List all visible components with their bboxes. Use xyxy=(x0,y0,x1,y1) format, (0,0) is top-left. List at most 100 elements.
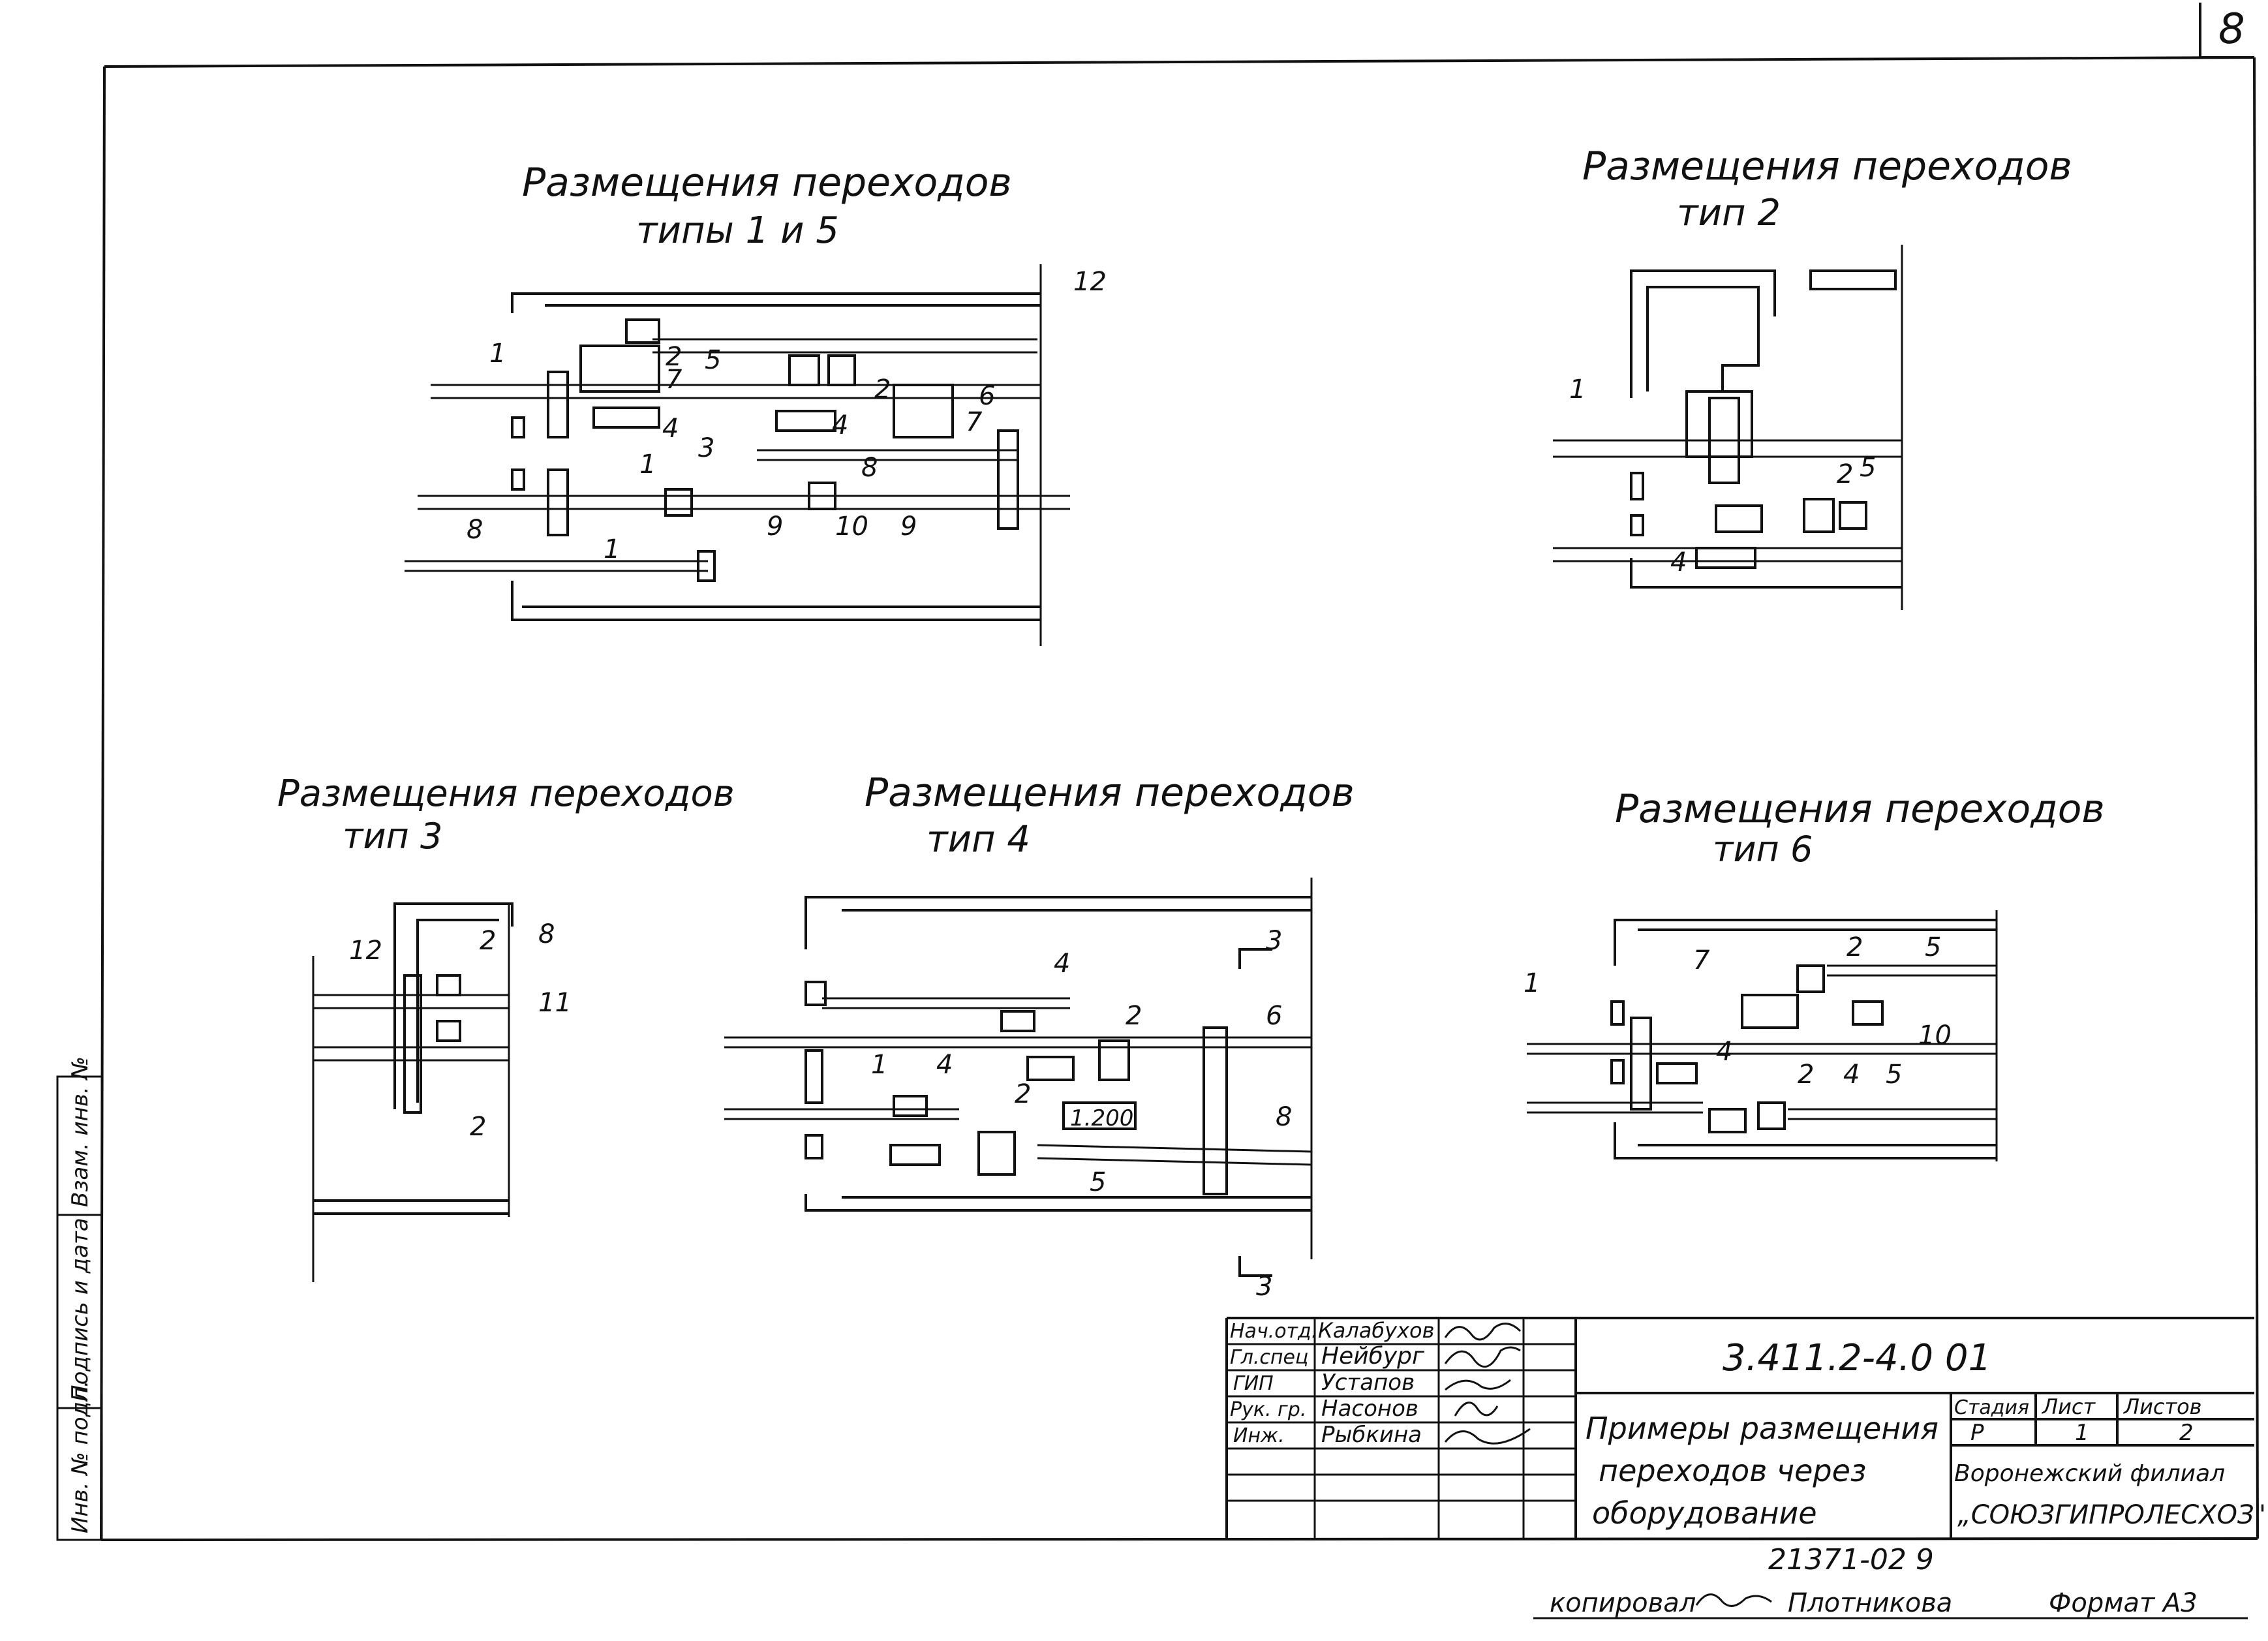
t6-label-1: 1 xyxy=(1524,968,1540,998)
t4-label-3b: 3 xyxy=(1256,1272,1272,1302)
role-3: Рук. гр. xyxy=(1230,1398,1306,1421)
t6-label-7: 7 xyxy=(1693,945,1710,975)
description-line3: оборудование xyxy=(1592,1495,1817,1531)
title-type-4-line1: Размещения переходов xyxy=(865,770,1355,816)
diagram-type-2: Размещения переходов тип 2 1 2 5 4 xyxy=(1553,144,2072,610)
t3-label-11: 11 xyxy=(538,988,572,1018)
label-9: 9 xyxy=(767,512,783,542)
name-3: Насонов xyxy=(1321,1396,1418,1422)
label-7: 7 xyxy=(666,365,682,395)
label-12: 12 xyxy=(1073,267,1107,297)
role-4: Инж. xyxy=(1233,1424,1285,1447)
t6-label-5b: 5 xyxy=(1886,1060,1902,1090)
role-1: Гл.спец xyxy=(1230,1346,1308,1369)
left-strip-cell-1: Взам. инв. № xyxy=(67,1056,93,1207)
sheets-header: Листов xyxy=(2123,1394,2202,1419)
title-type-3-line1: Размещения переходов xyxy=(277,773,735,815)
t4-label-3: 3 xyxy=(1266,926,1282,956)
t3-label-2: 2 xyxy=(480,926,496,956)
t3-label-2b: 2 xyxy=(470,1112,486,1142)
copier-name: Плотникова xyxy=(1788,1588,1952,1618)
left-strip-cell-3: Инв. № подл. xyxy=(67,1380,93,1533)
name-2: Устапов xyxy=(1321,1370,1415,1396)
org-line2: „СОЮЗГИПРОЛЕСХОЗ" xyxy=(1957,1500,2266,1530)
left-strip-cell-2: Подпись и дата xyxy=(67,1218,93,1402)
title-type-6-line2: тип 6 xyxy=(1713,829,1813,870)
t4-label-6: 6 xyxy=(1266,1001,1282,1031)
label-3: 3 xyxy=(698,433,714,463)
t4-label-4: 4 xyxy=(1054,949,1070,979)
t4-label-5: 5 xyxy=(1090,1167,1106,1197)
label-8b: 8 xyxy=(467,515,483,545)
t6-label-2: 2 xyxy=(1847,932,1863,962)
t6-label-10: 10 xyxy=(1918,1020,1952,1051)
labels-type-6: 2 5 7 1 10 4 2 4 5 xyxy=(1524,932,1952,1090)
description-line1: Примеры размещения xyxy=(1586,1411,1939,1446)
title-type-3-line2: тип 3 xyxy=(343,816,442,857)
t6-label-4b: 4 xyxy=(1843,1060,1860,1090)
t6-label-2b: 2 xyxy=(1798,1060,1814,1090)
label-9b: 9 xyxy=(900,512,917,542)
labels-type-2: 1 2 5 4 xyxy=(1569,375,1876,577)
left-strip xyxy=(56,1075,103,1541)
diagram-type-3: Размещения переходов тип 3 12 2 8 11 2 xyxy=(277,773,735,1282)
t6-label-4: 4 xyxy=(1716,1037,1732,1067)
sheet-header: Лист xyxy=(2042,1394,2096,1419)
label-2: 2 xyxy=(666,342,682,372)
title-block xyxy=(1225,1317,2254,1540)
title-type-1-5-line2: типы 1 и 5 xyxy=(636,209,839,252)
name-1: Нейбург xyxy=(1321,1343,1425,1370)
t4-label-4b: 4 xyxy=(936,1050,953,1080)
t4-label-2b: 2 xyxy=(1015,1079,1031,1109)
label-5: 5 xyxy=(705,345,721,375)
title-type-2-line1: Размещения переходов xyxy=(1582,144,2072,189)
page-number: 8 xyxy=(2218,5,2245,54)
label-1: 1 xyxy=(489,339,506,369)
signatures xyxy=(1444,1323,1531,1445)
title-type-1-5-line1: Размещения переходов xyxy=(522,160,1012,206)
t2-label-4: 4 xyxy=(1670,547,1687,577)
label-4b: 4 xyxy=(832,410,848,440)
t2-label-2: 2 xyxy=(1837,459,1853,489)
label-10: 10 xyxy=(835,512,868,542)
description-line2: переходов через xyxy=(1599,1453,1866,1488)
role-0: Нач.отд. xyxy=(1230,1320,1317,1343)
name-0: Калабухов xyxy=(1318,1318,1434,1343)
t4-label-8: 8 xyxy=(1276,1102,1292,1132)
copier-signature xyxy=(1695,1593,1772,1607)
t4-label-1: 1 xyxy=(871,1050,887,1080)
format-label: Формат А3 xyxy=(2049,1588,2198,1618)
labels-type-1-5: 12 1 2 5 7 2 6 7 4 4 3 8 1 9 10 9 8 1 xyxy=(467,267,1107,564)
footer-text: копировал xyxy=(1550,1588,1696,1618)
t6-label-5: 5 xyxy=(1925,932,1941,962)
diagram-type-1-5: Размещения переходов типы 1 и 5 xyxy=(405,160,1107,646)
name-4: Рыбкина xyxy=(1321,1422,1422,1448)
t3-label-8: 8 xyxy=(538,919,555,949)
label-8: 8 xyxy=(861,453,878,483)
t2-label-1: 1 xyxy=(1569,375,1586,405)
sheet-value: 1 xyxy=(2075,1420,2089,1446)
archive-number: 21371-02 9 xyxy=(1768,1543,1934,1576)
t4-elev: 1.200 xyxy=(1070,1105,1133,1131)
title-block-people: Нач.отд. Гл.спец ГИП Рук. гр. Инж. Калаб… xyxy=(1230,1318,1531,1448)
labels-type-3: 12 2 8 11 2 xyxy=(349,919,572,1142)
label-1b: 1 xyxy=(639,450,656,480)
t4-label-2: 2 xyxy=(1126,1001,1142,1031)
label-2b: 2 xyxy=(874,375,891,405)
title-type-2-line2: тип 2 xyxy=(1677,192,1781,234)
diagram-type-6: Размещения переходов тип 6 xyxy=(1524,786,2105,1161)
title-type-6-line1: Размещения переходов xyxy=(1615,786,2105,832)
t3-label-12: 12 xyxy=(349,936,382,966)
title-type-4-line2: тип 4 xyxy=(927,818,1030,861)
label-7b: 7 xyxy=(966,407,983,437)
label-6: 6 xyxy=(979,381,995,411)
drawing-code: 3.411.2-4.0 01 xyxy=(1723,1337,1991,1379)
label-1c: 1 xyxy=(604,534,620,564)
sheets-value: 2 xyxy=(2179,1420,2194,1446)
diagram-type-4: Размещения переходов тип 4 xyxy=(724,770,1355,1302)
labels-type-4: 3 4 2 6 1 4 2 1.200 8 5 3 xyxy=(871,926,1292,1302)
stage-value: Р xyxy=(1970,1420,1984,1446)
org-line1: Воронежский филиал xyxy=(1954,1460,2225,1487)
role-2: ГИП xyxy=(1233,1372,1274,1395)
